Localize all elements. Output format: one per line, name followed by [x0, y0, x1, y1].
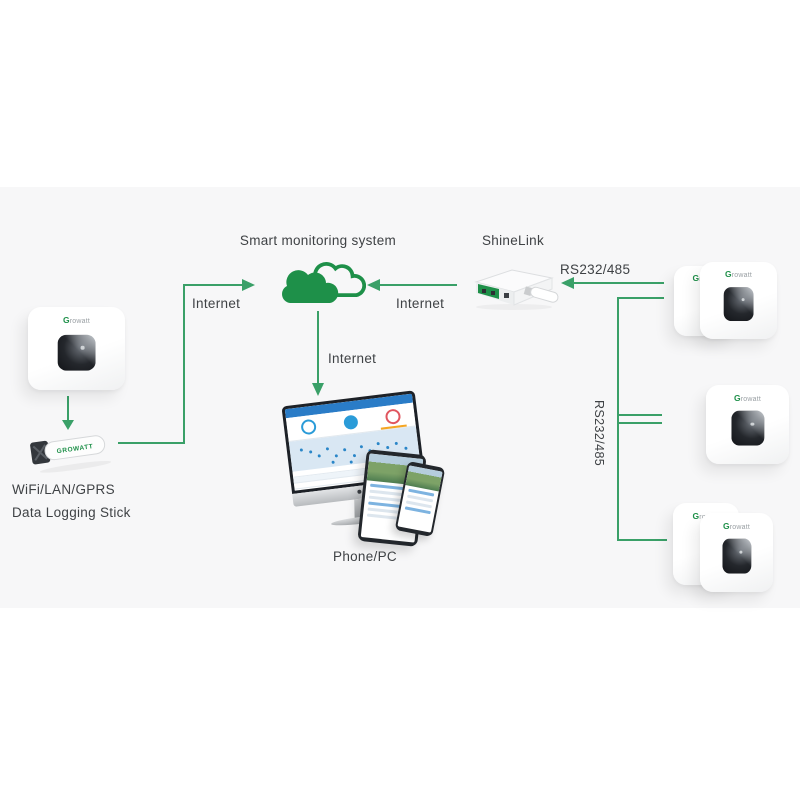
stick-shadow	[39, 461, 112, 473]
growatt-logo: Growatt	[724, 269, 753, 280]
growatt-logo: Growatt	[733, 392, 762, 403]
inverter-display	[730, 411, 765, 446]
rs232-485-top-label: RS232/485	[560, 262, 631, 277]
inverter-display	[57, 334, 96, 371]
chin-dot-icon	[357, 489, 362, 495]
shinelink-label: ShineLink	[482, 233, 544, 248]
stat-circle-blue-outline	[300, 418, 317, 436]
wifi-lan-gprs-label: WiFi/LAN/GPRS	[12, 482, 115, 497]
connector-stick-to-cloud	[118, 284, 242, 444]
internet-left-label: Internet	[192, 296, 241, 311]
arrowhead-into-stick	[62, 420, 74, 430]
shinelink-port-2	[491, 291, 495, 295]
stick-body	[44, 435, 106, 461]
inverter-display	[723, 287, 754, 322]
wifi-datalogger-stick: GROWATT	[30, 435, 112, 473]
rs232-485-vertical-label: RS232/485	[592, 400, 606, 467]
arrowhead-into-shinelink	[561, 277, 574, 289]
inverter-middle: Growatt	[706, 385, 789, 464]
smart-monitoring-label: Smart monitoring system	[239, 233, 397, 248]
arrowhead-into-cloud-left	[242, 279, 255, 291]
shinelink-shadow	[476, 304, 552, 310]
shinelink-green-panel	[478, 284, 499, 299]
shinelink-port-1	[482, 289, 486, 293]
arrowhead-into-pc	[312, 383, 324, 396]
internet-down-label: Internet	[328, 351, 377, 366]
data-logging-stick-label: Data Logging Stick	[12, 505, 131, 520]
inverter-left: Growatt	[28, 307, 125, 390]
shinelink-port-3	[504, 293, 509, 298]
stick-cap-strap	[32, 444, 48, 461]
inverter-display	[721, 539, 752, 574]
shinelink-antenna-stick	[523, 286, 559, 303]
phone-app-rows	[401, 488, 438, 515]
cloud-icon	[282, 262, 366, 303]
phone-pc-label: Phone/PC	[333, 549, 397, 564]
shinelink-device	[474, 269, 559, 310]
map-marker-dots	[299, 448, 304, 452]
arrowhead-into-cloud-right	[367, 279, 380, 291]
stat-circle-red-gauge	[384, 408, 402, 425]
inverter-bottom-front: Growatt	[700, 513, 773, 592]
connector-rs485-bus	[617, 297, 667, 541]
stat-circle-blue-filled	[343, 414, 359, 430]
phone-app-header-image	[405, 465, 443, 492]
inverter-top-front: Growatt	[700, 262, 777, 339]
internet-right-label: Internet	[396, 296, 445, 311]
growatt-logo: Growatt	[722, 520, 751, 531]
growatt-logo: Growatt	[62, 315, 91, 326]
